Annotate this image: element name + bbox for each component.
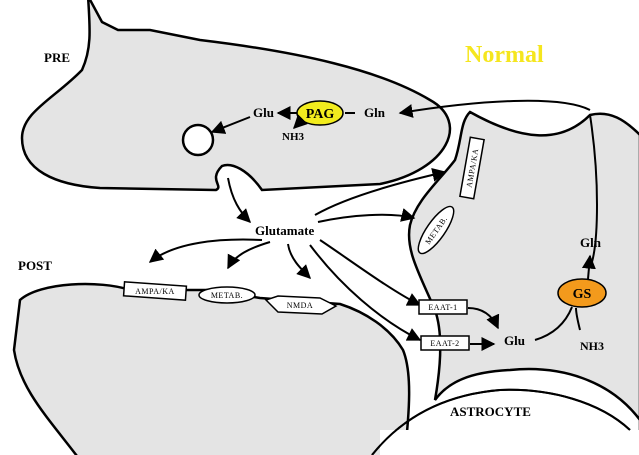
gln-pre-label: Gln bbox=[364, 105, 386, 120]
nh3-pre-label: NH3 bbox=[282, 131, 305, 143]
glu-pre-label: Glu bbox=[253, 105, 274, 120]
svg-text:NMDA: NMDA bbox=[287, 301, 313, 310]
synaptic-vesicle bbox=[181, 123, 215, 157]
astro-ampa-receptor: AMPA/KA bbox=[459, 136, 485, 200]
svg-text:METAB.: METAB. bbox=[211, 291, 243, 300]
post-label: POST bbox=[18, 258, 52, 273]
diagram-title: Normal bbox=[465, 42, 544, 68]
svg-text:EAAT-1: EAAT-1 bbox=[428, 303, 457, 312]
glutamate-label: Glutamate bbox=[255, 223, 314, 238]
nh3-astro-label: NH3 bbox=[580, 339, 604, 353]
post-ampa-receptor: AMPA/KA bbox=[122, 281, 188, 301]
svg-text:EAAT-2: EAAT-2 bbox=[430, 339, 459, 348]
postsynaptic-cell bbox=[12, 282, 411, 455]
svg-text:AMPA/KA: AMPA/KA bbox=[135, 287, 175, 296]
pag-enzyme: PAG bbox=[296, 100, 344, 126]
presynaptic-terminal bbox=[20, 0, 452, 192]
post-metab-receptor: METAB. bbox=[198, 286, 256, 304]
glu-astro-label: Glu bbox=[504, 333, 525, 348]
astrocyte-label: ASTROCYTE bbox=[450, 404, 531, 419]
gln-astro-label: Gln bbox=[580, 235, 602, 250]
gs-label: GS bbox=[573, 287, 592, 302]
pag-label: PAG bbox=[306, 107, 335, 122]
pre-label: PRE bbox=[44, 50, 70, 65]
eaat1-transporter: EAAT-1 bbox=[418, 299, 468, 315]
post-nmda-receptor: NMDA bbox=[264, 295, 338, 315]
gs-enzyme: GS bbox=[557, 278, 607, 308]
eaat2-transporter: EAAT-2 bbox=[420, 335, 470, 351]
